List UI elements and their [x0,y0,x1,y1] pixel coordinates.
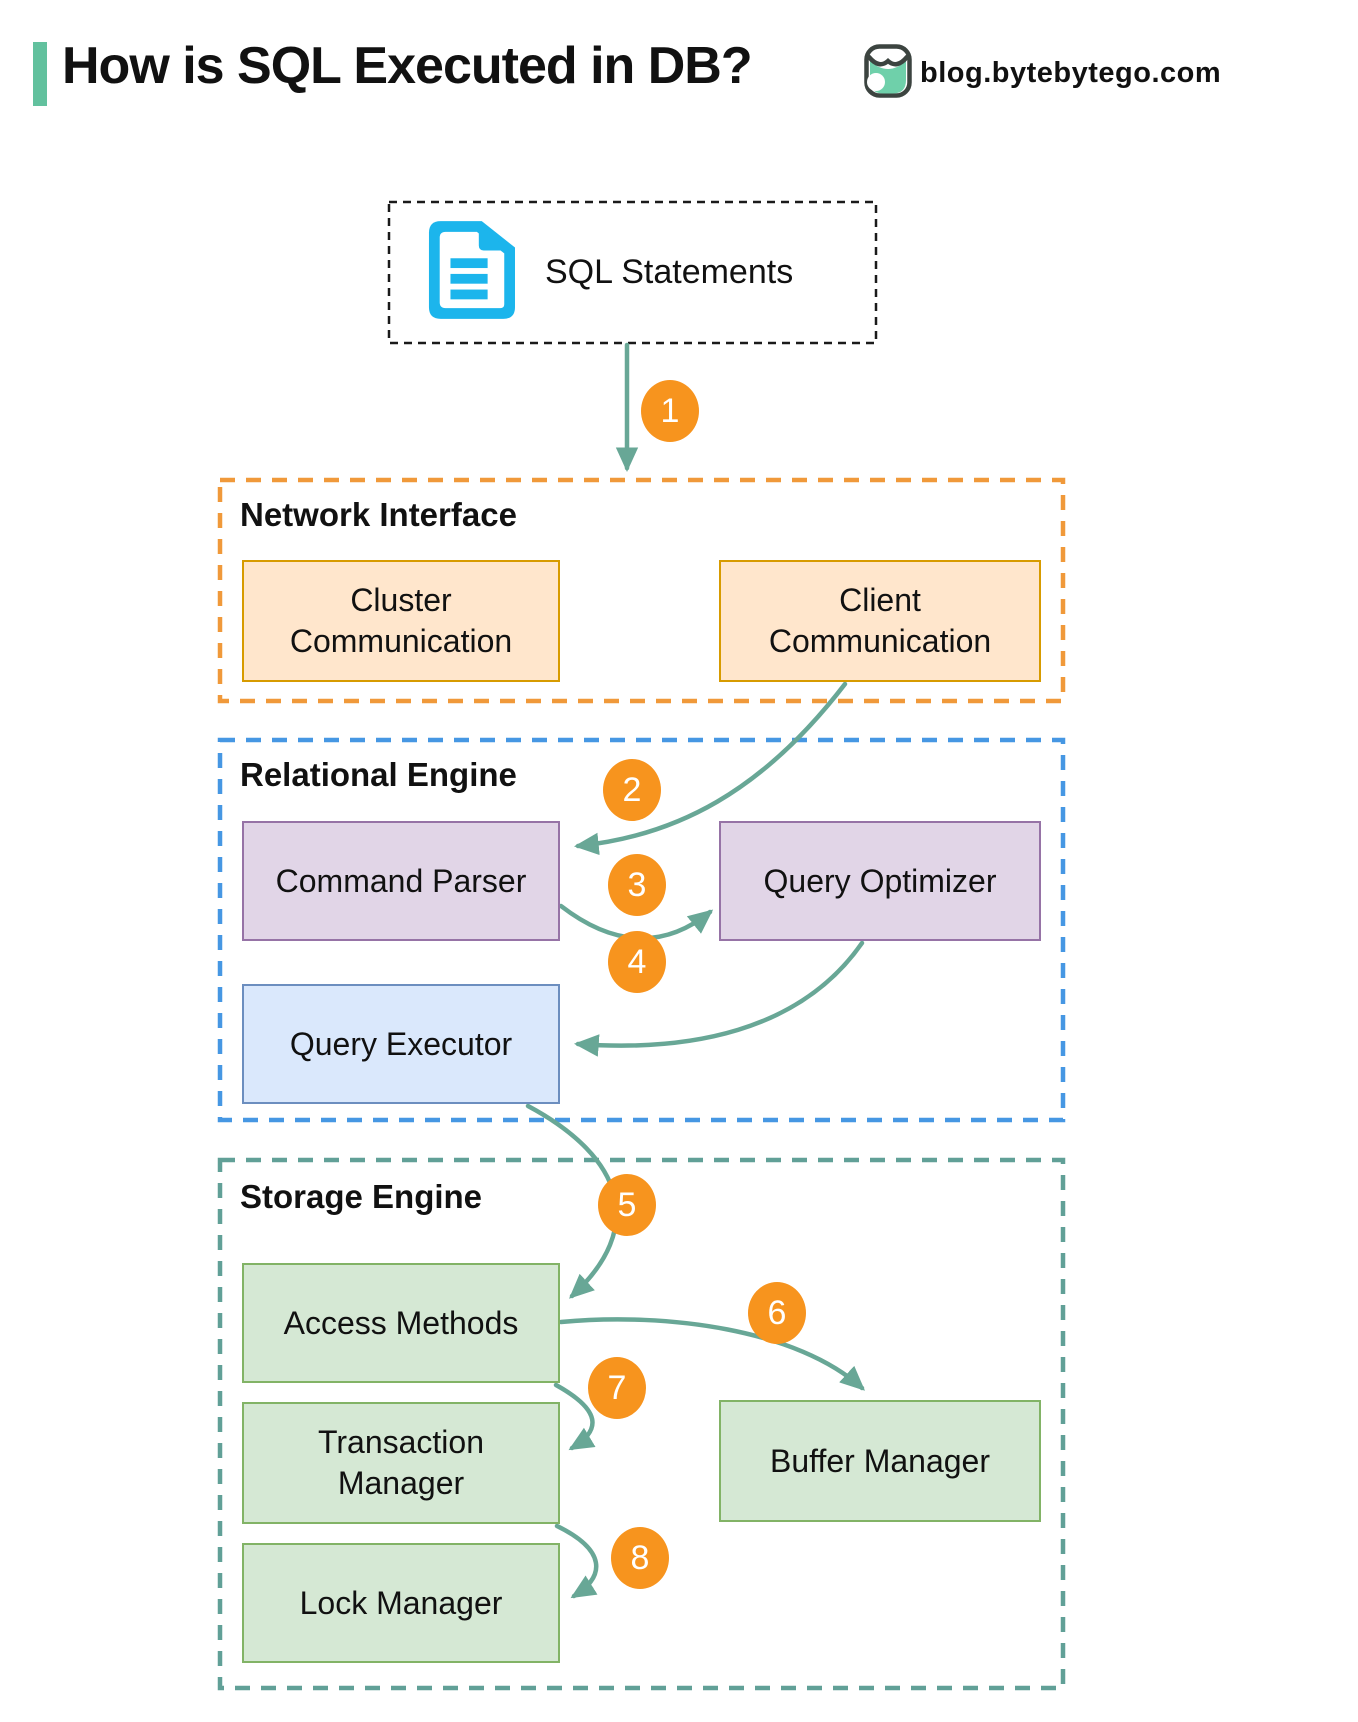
node-query-executor: Query Executor [242,984,560,1104]
bytebytego-logo-icon [864,44,912,103]
logo-wing-line [866,54,910,67]
storage-engine-frame [217,1157,1066,1691]
site-badge: blog.bytebytego.com [864,44,1221,103]
document-icon [427,221,515,324]
node-command-parser: Command Parser [242,821,560,941]
node-cluster-communication: Cluster Communication [242,560,560,682]
node-access-methods: Access Methods [242,1263,560,1383]
logo-wing-dot [867,73,885,91]
arrow-step-4 [573,940,865,1057]
page-title: How is SQL Executed in DB? [62,37,753,95]
node-buffer-manager: Buffer Manager [719,1400,1041,1522]
sql-statements-box: SQL Statements [389,202,876,343]
arrow-step-2 [573,681,848,856]
section-label-relational-engine: Relational Engine [240,756,517,793]
step-badge-3: 3 [608,854,666,916]
site-url-text: blog.bytebytego.com [920,57,1222,89]
node-transaction-manager: Transaction Manager [242,1402,560,1524]
step-badge-4: 4 [608,931,666,993]
step-badge-7: 7 [588,1357,646,1419]
document-icon-svg [428,221,515,319]
sql-statements-label: SQL Statements [545,253,794,291]
node-client-communication: Client Communication [719,560,1041,682]
title-accent-bar [33,42,47,106]
node-query-optimizer: Query Optimizer [719,821,1041,941]
step-badge-2: 2 [603,759,661,821]
step-badge-5: 5 [598,1174,656,1236]
network-interface-frame [217,477,1066,704]
arrow-step-6 [558,1317,866,1391]
section-label-storage-engine: Storage Engine [240,1178,483,1215]
bytebytego-logo-svg [864,44,912,98]
arrow-step-8 [554,1523,599,1599]
step-badge-6: 6 [748,1282,806,1344]
relational-engine-frame [217,737,1066,1123]
step-badge-1: 1 [641,380,699,442]
step-badge-8: 8 [611,1527,669,1589]
node-lock-manager: Lock Manager [242,1543,560,1663]
arrow-step-7 [553,1382,596,1451]
section-label-network-interface: Network Interface [240,496,517,533]
